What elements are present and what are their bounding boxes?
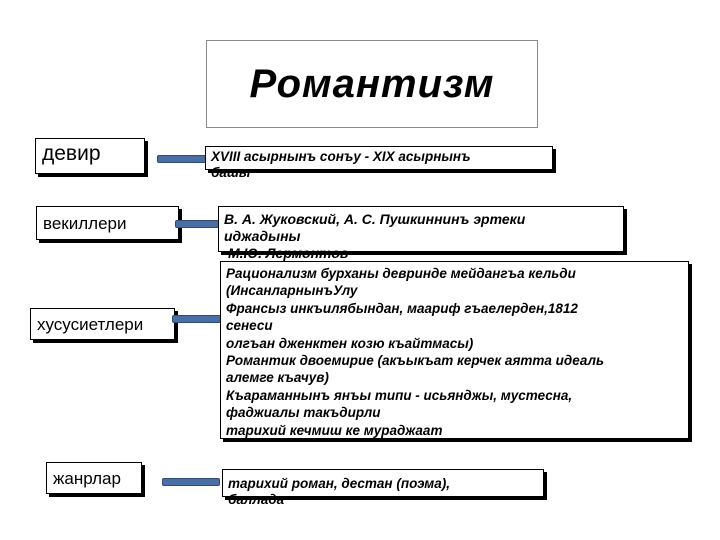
- label-vekilleri: векиллери: [36, 206, 179, 240]
- content-husus-line-8: Къараманнынъ янъы типи - исьянджы, мусте…: [226, 387, 573, 403]
- label-janrlar-text: жанрлар: [53, 469, 121, 488]
- label-devir-text: девир: [42, 142, 101, 165]
- content-devir: XVIII асырнынъ сонъу - XIX асырнынъ башы: [205, 146, 553, 180]
- content-husus-line-9: фаджиалы такъдирли: [226, 405, 381, 421]
- content-husus-line-1: Рационализм бурханы девринде мейдангъа к…: [226, 266, 576, 281]
- label-vekilleri-text: векиллери: [43, 214, 127, 233]
- content-vekilleri-line-1: В. А. Жуковский, А. С. Пушкиннинъ эртеки: [224, 211, 526, 227]
- label-devir: девир: [35, 138, 145, 174]
- content-devir-line-1: XVIII асырнынъ сонъу - XIX асырнынъ: [211, 149, 471, 164]
- content-husus-line-4: сенеси: [226, 318, 273, 334]
- content-husus-line-5: олгъан дженктен козю къайтмасы): [226, 335, 474, 351]
- content-janrlar-line-2: баллада: [228, 492, 285, 507]
- content-husus-line-6: Романтик двоемирие (акъыкъат керчек аятт…: [226, 353, 605, 369]
- label-janrlar: жанрлар: [46, 462, 142, 494]
- content-husus: Рационализм бурханы девринде мейдангъа к…: [220, 261, 689, 439]
- connector-devir: [157, 155, 207, 163]
- label-husus-text: хусусиетлери: [37, 315, 144, 334]
- content-husus-line-7: алемге къачув): [226, 370, 329, 386]
- content-husus-line-10: тарихий кечмиш ке мураджаат: [226, 422, 443, 438]
- content-vekilleri: В. А. Жуковский, А. С. Пушкиннинъ эртеки…: [218, 206, 624, 261]
- connector-janrlar: [162, 478, 220, 486]
- title-box: Романтизм: [206, 40, 538, 128]
- page-title: Романтизм: [249, 61, 495, 106]
- content-vekilleri-line-3: М.Ю. Лермонтов: [228, 245, 349, 261]
- connector-vekilleri: [175, 220, 220, 228]
- connector-husus: [172, 315, 222, 323]
- content-vekilleri-line-2: иджадыны: [224, 228, 301, 244]
- content-husus-line-3: Франсыз инкъилябындан, маариф гъаелерден…: [226, 300, 578, 316]
- label-husus: хусусиетлери: [30, 308, 175, 340]
- content-husus-line-2: (ИнсанларнынъУлу: [226, 283, 358, 299]
- content-janrlar-line-1: тарихий роман, дестан (поэма),: [228, 476, 451, 491]
- content-janrlar: тарихий роман, дестан (поэма), баллада: [222, 469, 544, 507]
- content-devir-line-2: башы: [211, 165, 251, 180]
